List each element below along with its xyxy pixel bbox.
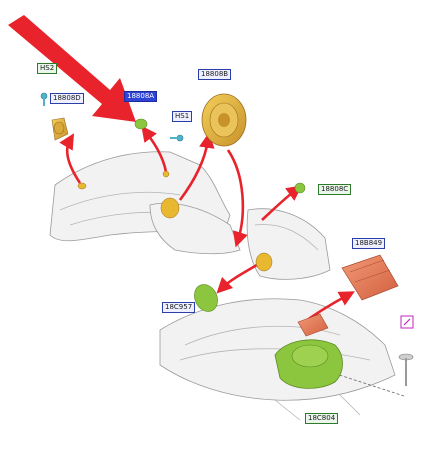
amplifier-18b849	[341, 254, 399, 301]
label-18808b: 18808B	[198, 69, 232, 80]
part-18c957	[194, 284, 218, 312]
amp-module-floor	[297, 313, 329, 337]
pen-icon	[400, 315, 414, 329]
subwoofer-18c804	[274, 339, 343, 389]
label-18c957: 18C957	[162, 302, 196, 313]
label-hs2: HS2	[37, 63, 58, 74]
label-18808a: 18808A	[124, 91, 158, 102]
label-18b849: 18B849	[352, 238, 386, 249]
door-speaker-18808b	[201, 93, 247, 147]
leader-line	[329, 371, 405, 397]
part-18808c	[294, 182, 306, 194]
label-18808d: 18808D	[50, 93, 84, 104]
fastener-hs1	[170, 134, 184, 142]
installed-speakers	[77, 170, 273, 272]
label-hs1: HS1	[172, 111, 193, 122]
tweeter-18808d	[51, 117, 69, 141]
label-18c804: 18C804	[305, 413, 339, 424]
fastener-hs2	[40, 92, 48, 106]
label-18808c: 18808C	[318, 184, 352, 195]
red-pointer-arrow	[8, 15, 136, 122]
part-18808a	[134, 118, 148, 130]
fastener-screw-right	[398, 353, 414, 386]
